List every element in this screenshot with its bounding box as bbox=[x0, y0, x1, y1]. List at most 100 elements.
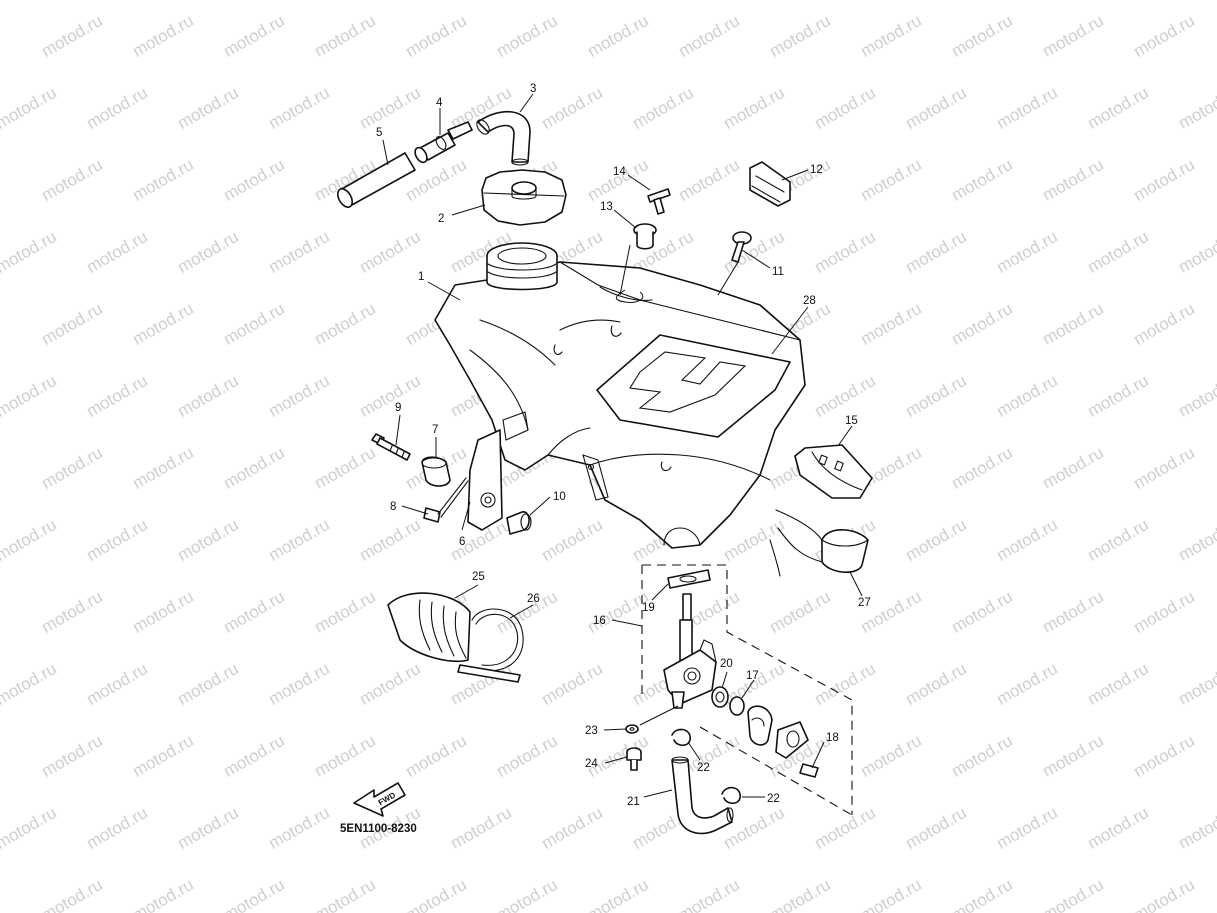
watermark-text: motod.ru bbox=[1130, 875, 1198, 913]
watermark-text: motod.ru bbox=[38, 875, 106, 913]
vent-hose bbox=[336, 152, 416, 208]
watermark-text: motod.ru bbox=[402, 875, 470, 913]
watermark-text: motod.ru bbox=[1130, 299, 1198, 349]
fwd-arrow: FWD bbox=[353, 782, 406, 817]
watermark-text: motod.ru bbox=[83, 515, 151, 565]
watermark-text: motod.ru bbox=[220, 443, 288, 493]
screw-18 bbox=[799, 763, 819, 778]
callout-16: 16 bbox=[593, 615, 606, 627]
callout-20: 20 bbox=[720, 658, 733, 670]
bracket-6 bbox=[467, 429, 503, 531]
watermark-text: motod.ru bbox=[0, 371, 60, 421]
watermark-text: motod.ru bbox=[1175, 83, 1217, 133]
watermark-text: motod.ru bbox=[993, 803, 1061, 853]
watermark-text: motod.ru bbox=[584, 155, 652, 205]
watermark-text: motod.ru bbox=[38, 443, 106, 493]
bolt-8 bbox=[423, 477, 469, 523]
watermark-text: motod.ru bbox=[1175, 803, 1217, 853]
bolt-9 bbox=[371, 433, 411, 461]
o-ring-17 bbox=[729, 696, 745, 716]
watermark-text: motod.ru bbox=[1175, 659, 1217, 709]
breather-hose bbox=[476, 110, 531, 166]
watermark-text: motod.ru bbox=[356, 659, 424, 709]
watermark-text: motod.ru bbox=[1130, 587, 1198, 637]
watermark-text: motod.ru bbox=[356, 227, 424, 277]
watermark-text: motod.ru bbox=[0, 227, 60, 277]
watermark-text: motod.ru bbox=[1039, 587, 1107, 637]
watermark-text: motod.ru bbox=[0, 659, 60, 709]
watermark-text: motod.ru bbox=[675, 155, 743, 205]
watermark-text: motod.ru bbox=[311, 11, 379, 61]
watermark-text: motod.ru bbox=[38, 299, 106, 349]
watermark-text: motod.ru bbox=[493, 731, 561, 781]
watermark-text: motod.ru bbox=[811, 659, 879, 709]
watermark-text: motod.ru bbox=[1084, 659, 1152, 709]
watermark-text: motod.ru bbox=[766, 875, 834, 913]
watermark-text: motod.ru bbox=[1130, 155, 1198, 205]
callout-6: 6 bbox=[459, 536, 465, 548]
watermark-text: motod.ru bbox=[402, 11, 470, 61]
protector-15 bbox=[794, 444, 873, 499]
watermark-text: motod.ru bbox=[902, 515, 970, 565]
callout-22b: 22 bbox=[767, 793, 780, 805]
watermark-text: motod.ru bbox=[174, 803, 242, 853]
watermark-text: motod.ru bbox=[902, 227, 970, 277]
gasket-19 bbox=[667, 569, 711, 589]
watermark-text: motod.ru bbox=[811, 83, 879, 133]
watermark-text: motod.ru bbox=[538, 659, 606, 709]
watermark-text: motod.ru bbox=[1039, 443, 1107, 493]
watermark-text: motod.ru bbox=[311, 875, 379, 913]
check-valve bbox=[414, 121, 473, 164]
watermark-text: motod.ru bbox=[1175, 515, 1217, 565]
watermark-text: motod.ru bbox=[402, 155, 470, 205]
watermark-text: motod.ru bbox=[129, 155, 197, 205]
watermark-text: motod.ru bbox=[1039, 731, 1107, 781]
callout-26: 26 bbox=[527, 593, 540, 605]
screw-14 bbox=[647, 188, 671, 215]
clamp-12 bbox=[749, 161, 791, 207]
callout-27: 27 bbox=[858, 597, 871, 609]
callout-5: 5 bbox=[376, 127, 382, 139]
watermark-text: motod.ru bbox=[220, 731, 288, 781]
watermark-text: motod.ru bbox=[129, 443, 197, 493]
callout-23: 23 bbox=[585, 725, 598, 737]
watermark-text: motod.ru bbox=[220, 587, 288, 637]
watermark-text: motod.ru bbox=[766, 587, 834, 637]
watermark-text: motod.ru bbox=[857, 155, 925, 205]
watermark-text: motod.ru bbox=[220, 11, 288, 61]
watermark-text: motod.ru bbox=[265, 659, 333, 709]
watermark-text: motod.ru bbox=[1175, 371, 1217, 421]
watermark-text: motod.ru bbox=[1130, 443, 1198, 493]
clip-22b bbox=[721, 786, 741, 805]
spacer-25 bbox=[387, 592, 471, 663]
watermark-text: motod.ru bbox=[265, 803, 333, 853]
watermark-text: motod.ru bbox=[493, 11, 561, 61]
watermark-text: motod.ru bbox=[675, 11, 743, 61]
callouts: 1 2 3 4 5 6 7 8 9 10 11 12 13 14 15 16 1… bbox=[376, 83, 871, 808]
watermark-text: motod.ru bbox=[129, 731, 197, 781]
watermark-text: motod.ru bbox=[174, 227, 242, 277]
watermark-text: motod.ru bbox=[902, 371, 970, 421]
watermark-text: motod.ru bbox=[356, 371, 424, 421]
watermark-text: motod.ru bbox=[1039, 11, 1107, 61]
watermark-text: motod.ru bbox=[265, 371, 333, 421]
watermark-text: motod.ru bbox=[720, 515, 788, 565]
watermark-text: motod.ru bbox=[766, 11, 834, 61]
watermark-text: motod.ru bbox=[311, 299, 379, 349]
watermark-text: motod.ru bbox=[83, 371, 151, 421]
watermark-text: motod.ru bbox=[902, 803, 970, 853]
watermark-text: motod.ru bbox=[629, 83, 697, 133]
watermark-text: motod.ru bbox=[1084, 227, 1152, 277]
watermark-text: motod.ru bbox=[1039, 299, 1107, 349]
watermark-text: motod.ru bbox=[356, 515, 424, 565]
watermark-text: motod.ru bbox=[857, 731, 925, 781]
callout-19: 19 bbox=[642, 602, 655, 614]
collar-10 bbox=[506, 511, 532, 535]
watermark-text: motod.ru bbox=[311, 443, 379, 493]
watermark-text: motod.ru bbox=[902, 659, 970, 709]
watermark-text: motod.ru bbox=[0, 515, 60, 565]
watermark-text: motod.ru bbox=[493, 875, 561, 913]
damper-27 bbox=[769, 509, 869, 577]
watermark-text: motod.ru bbox=[356, 83, 424, 133]
